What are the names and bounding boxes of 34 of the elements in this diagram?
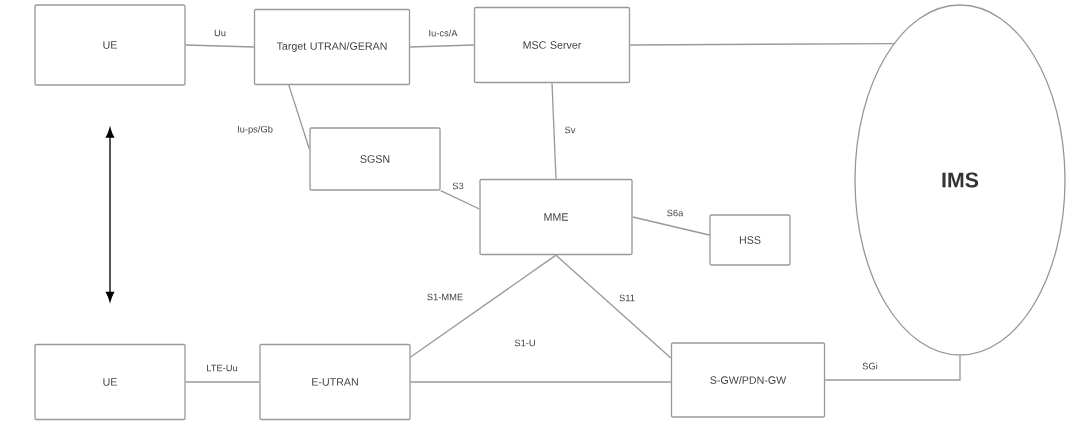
edge-label: S6a bbox=[665, 208, 685, 218]
edge-label: LTE-Uu bbox=[204, 363, 240, 373]
process-box: S-GW/PDN-GW bbox=[670, 342, 826, 418]
connector bbox=[185, 44, 255, 48]
connector bbox=[551, 82, 557, 180]
process-box: E-UTRAN bbox=[259, 343, 411, 421]
edge-label: Iu-cs/A bbox=[427, 28, 459, 38]
connector bbox=[105, 127, 115, 302]
edge-label: Sv bbox=[563, 125, 577, 135]
edge-label: Iu-ps/Gb bbox=[235, 124, 275, 136]
connector bbox=[440, 190, 480, 210]
process-box: UE bbox=[34, 4, 186, 86]
edge-label: S1-MME bbox=[425, 292, 465, 302]
connector bbox=[555, 254, 672, 359]
process-box: HSS bbox=[709, 214, 791, 266]
connector bbox=[629, 42, 895, 46]
ellipse-node: IMS bbox=[854, 4, 1066, 356]
connector bbox=[288, 84, 310, 150]
edge-label: Uu bbox=[212, 28, 228, 38]
edge-label: S11 bbox=[617, 293, 637, 303]
connector bbox=[410, 254, 557, 358]
process-box: UE bbox=[34, 343, 186, 421]
edge-label: S3 bbox=[450, 181, 466, 191]
edge-label: S1-U bbox=[513, 338, 537, 348]
connector bbox=[185, 381, 260, 383]
connector bbox=[409, 44, 475, 48]
process-box: SGSN bbox=[309, 127, 441, 191]
process-box: MSC Server bbox=[473, 6, 631, 84]
process-box: Target UTRAN/GERAN bbox=[253, 8, 411, 86]
process-box: MME bbox=[479, 178, 633, 256]
connector bbox=[824, 355, 961, 381]
connector bbox=[410, 381, 672, 383]
connector bbox=[632, 216, 710, 236]
edge-label: SGi bbox=[860, 361, 880, 371]
